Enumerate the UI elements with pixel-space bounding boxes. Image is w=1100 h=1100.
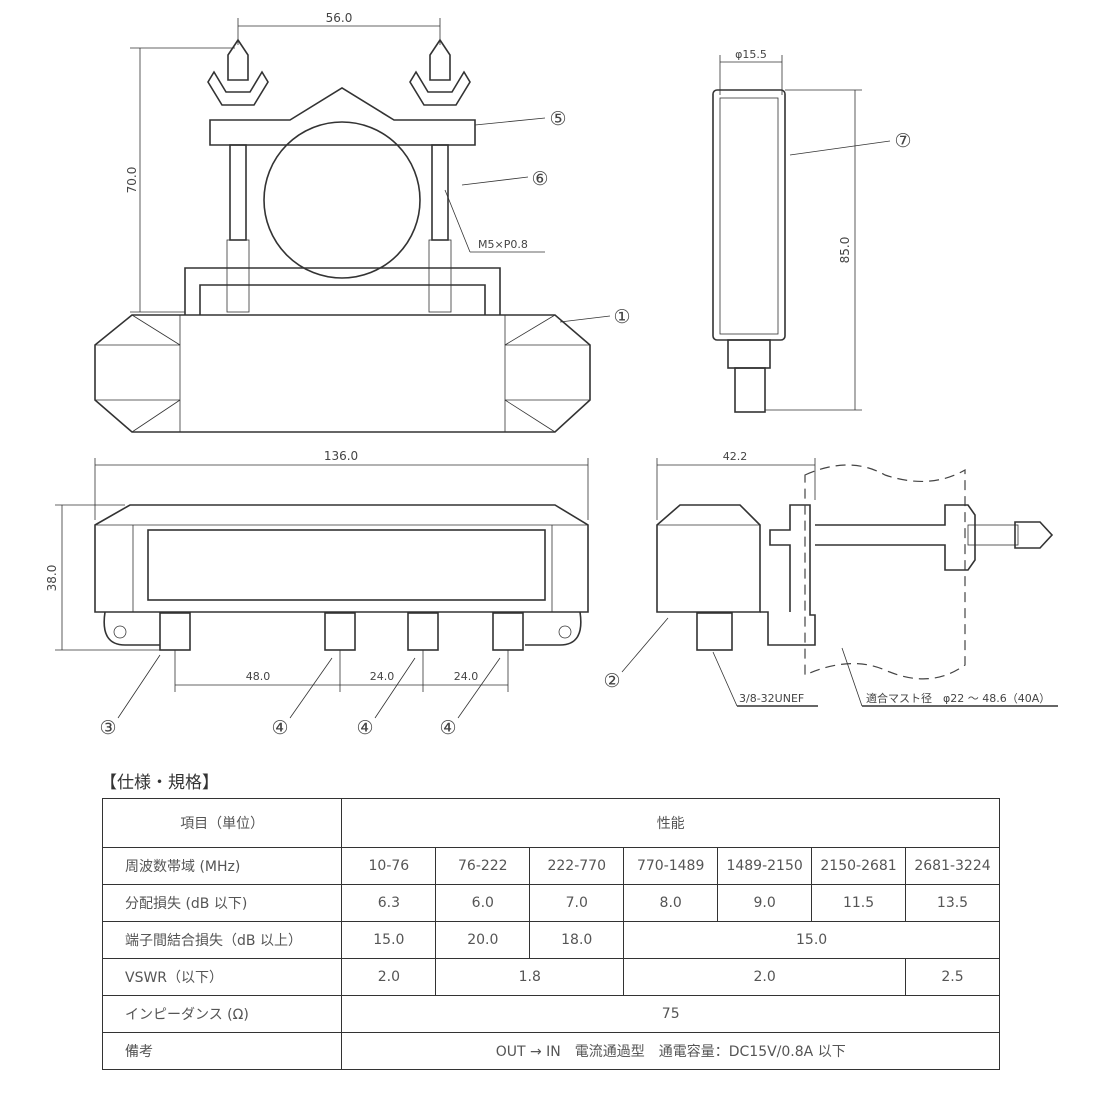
header-item: 項目（単位） (101, 798, 343, 848)
side-view: φ15.5 85.0 ⑦ (712, 48, 912, 413)
cell: 8.0 (623, 884, 719, 922)
cell: 2150-2681 (811, 847, 907, 885)
cell: 13.5 (905, 884, 1000, 922)
callout-2: ② (603, 670, 620, 692)
table-row-freq: 周波数帯域 (MHz) 10-76 76-222 222-770 770-148… (101, 847, 1000, 885)
cell: 76-222 (435, 847, 531, 885)
front-view: 136.0 38.0 48.0 24.0 24.0 ③ ④ ④ ④ (45, 449, 589, 739)
mast-label: 適合マスト径 φ22 ～ 48.6（40A） (866, 691, 1050, 705)
dim-56: 56.0 (326, 11, 353, 25)
dim-24-a: 24.0 (370, 670, 395, 683)
row-label: 備考 (101, 1032, 343, 1070)
dim-phi15: φ15.5 (735, 48, 767, 61)
dim-136: 136.0 (324, 449, 358, 463)
connector-label: 3/8-32UNEF (739, 692, 804, 705)
spec-title: 【仕様・規格】 (100, 773, 219, 793)
row-label: インピーダンス (Ω) (101, 995, 343, 1033)
spec-table: 項目（単位） 性能 周波数帯域 (MHz) 10-76 76-222 222-7… (101, 798, 1000, 1070)
callout-7: ⑦ (894, 130, 911, 152)
cell: 6.3 (341, 884, 437, 922)
cell: 2681-3224 (905, 847, 1000, 885)
cell: 2.5 (905, 958, 1000, 996)
cell: 9.0 (717, 884, 813, 922)
cell: 1.8 (435, 958, 625, 996)
cell: 1489-2150 (717, 847, 813, 885)
cell: 18.0 (529, 921, 625, 959)
cell: 2.0 (623, 958, 907, 996)
row-label: 端子間結合損失（dB 以上） (101, 921, 343, 959)
callout-4a: ④ (271, 717, 288, 739)
thread-label: M5×P0.8 (478, 238, 528, 251)
row-label: 周波数帯域 (MHz) (101, 847, 343, 885)
header-perf: 性能 (341, 798, 1000, 848)
technical-drawing: 56.0 70.0 M5×P0.8 ⑤ ⑥ ① φ15.5 85.0 ⑦ 136… (45, 11, 1058, 739)
table-row-vswr: VSWR（以下） 2.0 1.8 2.0 2.5 (101, 958, 1000, 996)
table-row-loss: 分配損失 (dB 以下) 6.3 6.0 7.0 8.0 9.0 11.5 13… (101, 884, 1000, 922)
table-row-isolation: 端子間結合損失（dB 以上） 15.0 20.0 18.0 15.0 (101, 921, 1000, 959)
dim-38: 38.0 (45, 565, 59, 592)
row-label: VSWR（以下） (101, 958, 343, 996)
table-row: 項目（単位） 性能 (101, 798, 1000, 848)
cell: 222-770 (529, 847, 625, 885)
mount-view: 42.2 3/8-32UNEF 適合マスト径 φ22 ～ 48.6（40A） ② (603, 450, 1058, 707)
callout-5: ⑤ (549, 108, 566, 130)
callout-3: ③ (99, 717, 116, 739)
callout-6: ⑥ (531, 168, 548, 190)
cell: 20.0 (435, 921, 531, 959)
cell: 10-76 (341, 847, 437, 885)
table-row-notes: 備考 OUT → IN 電流通過型 通電容量：DC15V/0.8A 以下 (101, 1032, 1000, 1070)
cell: 6.0 (435, 884, 531, 922)
dim-48: 48.0 (246, 670, 271, 683)
callout-1: ① (613, 306, 630, 328)
cell: 15.0 (341, 921, 437, 959)
callout-4c: ④ (439, 717, 456, 739)
cell: 75 (341, 995, 1000, 1033)
cell: 770-1489 (623, 847, 719, 885)
cell: 2.0 (341, 958, 437, 996)
dim-85: 85.0 (838, 237, 852, 264)
cell: OUT → IN 電流通過型 通電容量：DC15V/0.8A 以下 (341, 1032, 1000, 1070)
row-label: 分配損失 (dB 以下) (101, 884, 343, 922)
cell: 7.0 (529, 884, 625, 922)
dim-42: 42.2 (723, 450, 748, 463)
cell: 11.5 (811, 884, 907, 922)
top-view: 56.0 70.0 M5×P0.8 ⑤ ⑥ ① (94, 11, 631, 433)
callout-4b: ④ (356, 717, 373, 739)
table-row-impedance: インピーダンス (Ω) 75 (101, 995, 1000, 1033)
dim-70: 70.0 (125, 167, 139, 194)
dim-24-b: 24.0 (454, 670, 479, 683)
cell: 15.0 (623, 921, 1000, 959)
